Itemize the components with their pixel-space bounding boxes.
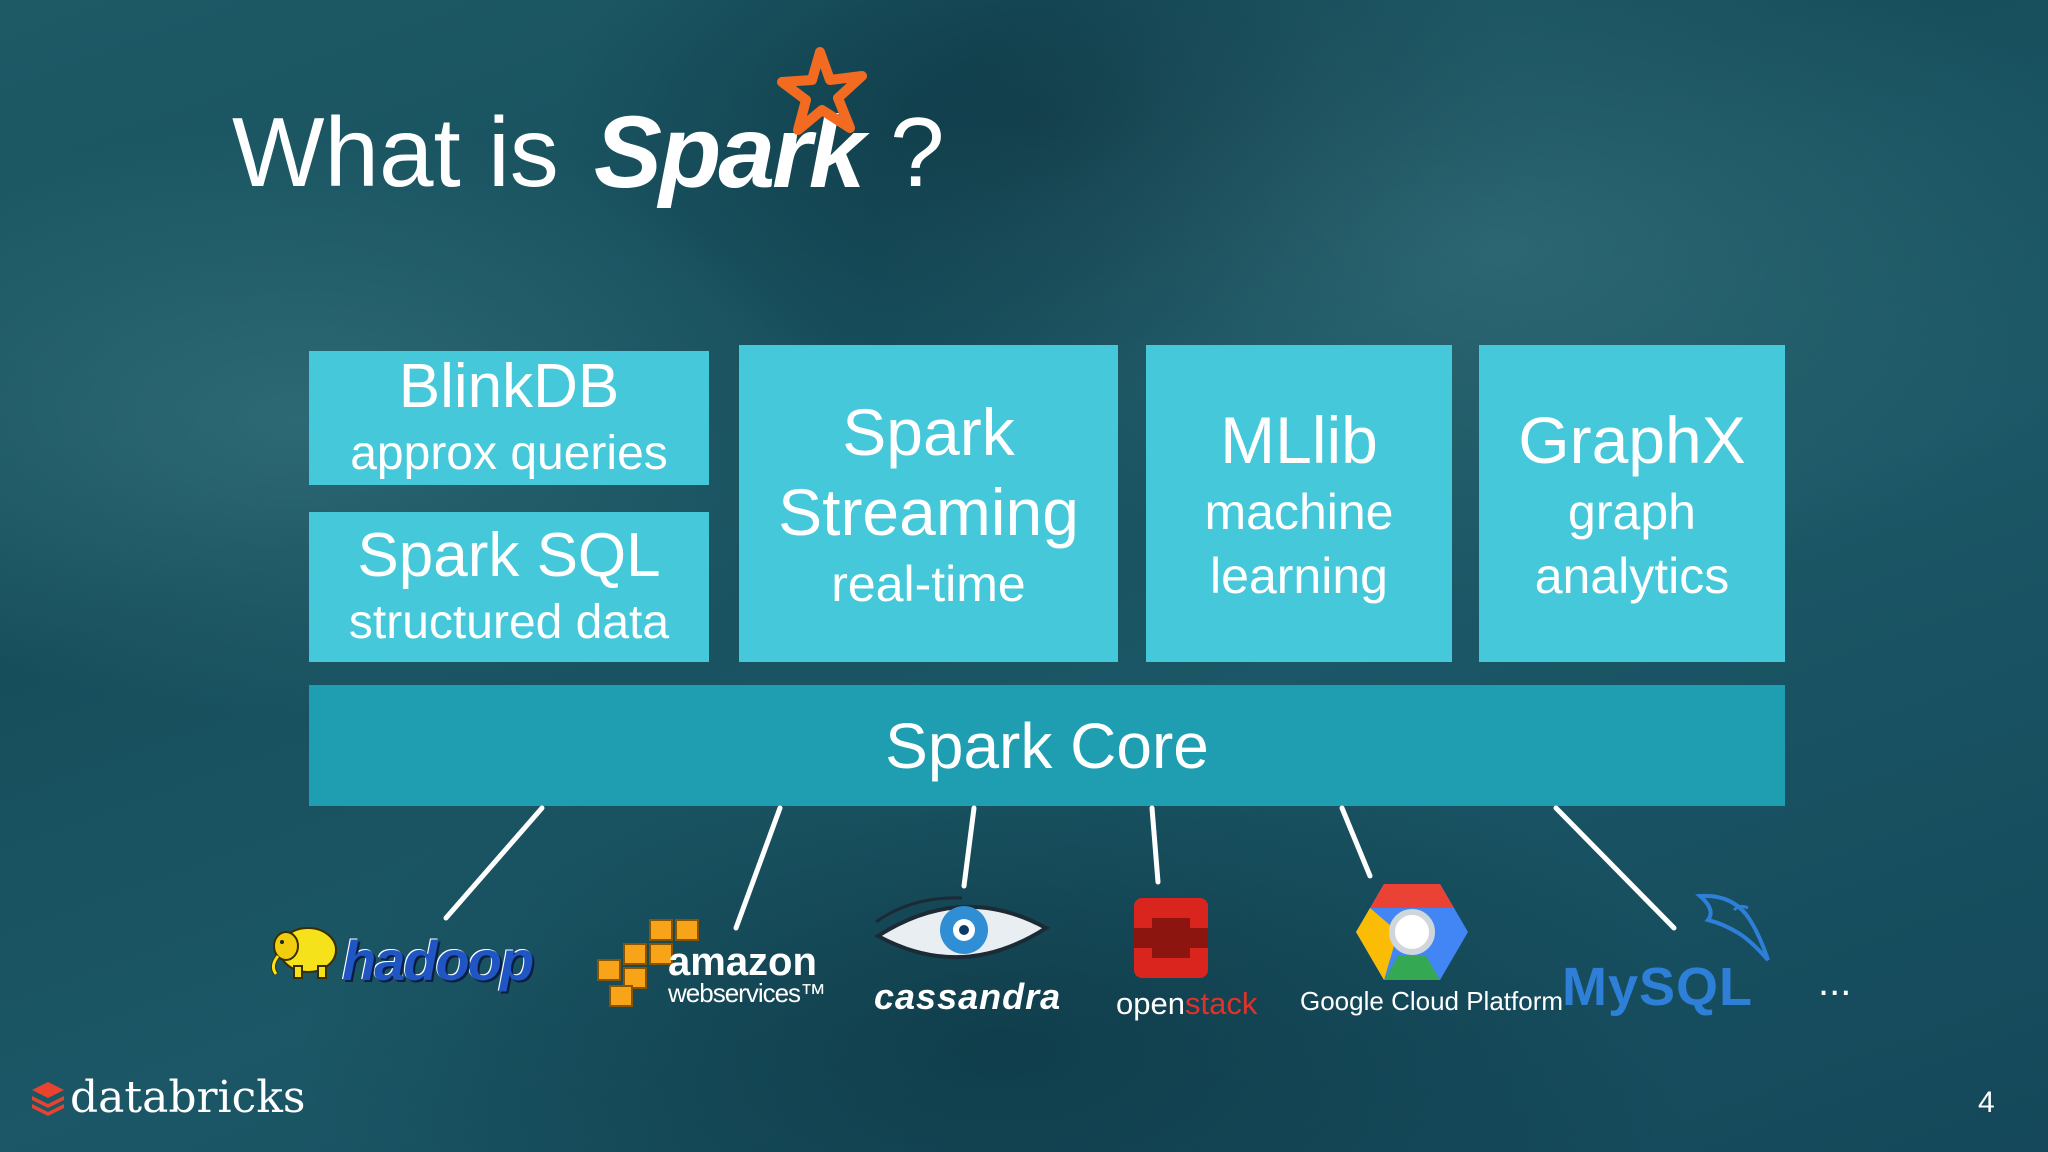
mllib-box: MLlib machine learning <box>1146 345 1452 662</box>
blinkdb-subtitle: approx queries <box>350 427 668 480</box>
spark-streaming-title-line2: Streaming <box>778 474 1079 549</box>
hadoop-logo-text: hadoop <box>342 929 534 992</box>
connector-gcp <box>1339 805 1373 879</box>
connector-openstack <box>1149 805 1161 885</box>
cassandra-eye-icon <box>874 896 1050 960</box>
mysql-logo-text: MySQL <box>1562 957 1754 1017</box>
connector-cassandra <box>961 805 977 889</box>
openstack-icon <box>1134 898 1208 978</box>
blinkdb-box: BlinkDB approx queries <box>309 351 709 485</box>
more-integrations-ellipsis: ... <box>1818 960 1852 1004</box>
cassandra-logo-text: cassandra <box>874 976 1062 1017</box>
databricks-icon <box>32 1082 64 1116</box>
aws-amazon-text: amazon <box>668 940 817 984</box>
spark-core-box: Spark Core <box>309 685 1785 806</box>
graphx-title: GraphX <box>1518 402 1746 477</box>
slide-title-suffix: ? <box>890 97 945 207</box>
mllib-subtitle-line2: learning <box>1210 547 1388 604</box>
aws-cubes-icon <box>597 919 699 1007</box>
google-cloud-icon <box>1356 884 1468 980</box>
google-cloud-text: Google Cloud Platform <box>1300 986 1564 1016</box>
graphx-box: GraphX graph analytics <box>1479 345 1785 662</box>
page-number: 4 <box>1978 1086 1995 1119</box>
connector-mysql <box>1553 805 1677 931</box>
aws-webservices-text: webservices™ <box>668 978 826 1008</box>
spark-sql-title: Spark SQL <box>357 521 661 590</box>
hadoop-elephant-icon <box>270 927 337 979</box>
slide-title-prefix: What is <box>232 97 559 207</box>
databricks-logo-text: databricks <box>70 1072 306 1123</box>
spark-streaming-subtitle: real-time <box>831 555 1026 612</box>
openstack-logo-text: openstack <box>1116 986 1257 1022</box>
graphx-subtitle-line2: analytics <box>1534 547 1730 604</box>
connector-hadoop <box>443 805 545 921</box>
connector-aws <box>733 805 783 931</box>
spark-sql-subtitle: structured data <box>348 596 670 649</box>
openstack-open-text: open <box>1116 986 1185 1021</box>
graphx-subtitle-line1: graph <box>1568 483 1696 540</box>
spark-star-icon <box>777 47 867 135</box>
mllib-title: MLlib <box>1220 402 1378 477</box>
spark-streaming-box: Spark Streaming real-time <box>739 345 1118 662</box>
spark-sql-box: Spark SQL structured data <box>309 512 709 662</box>
mysql-dolphin-icon <box>1695 893 1770 962</box>
spark-streaming-title-line1: Spark <box>842 394 1015 469</box>
mllib-subtitle-line1: machine <box>1204 483 1394 540</box>
openstack-stack-text: stack <box>1184 986 1258 1021</box>
blinkdb-title: BlinkDB <box>398 352 620 421</box>
